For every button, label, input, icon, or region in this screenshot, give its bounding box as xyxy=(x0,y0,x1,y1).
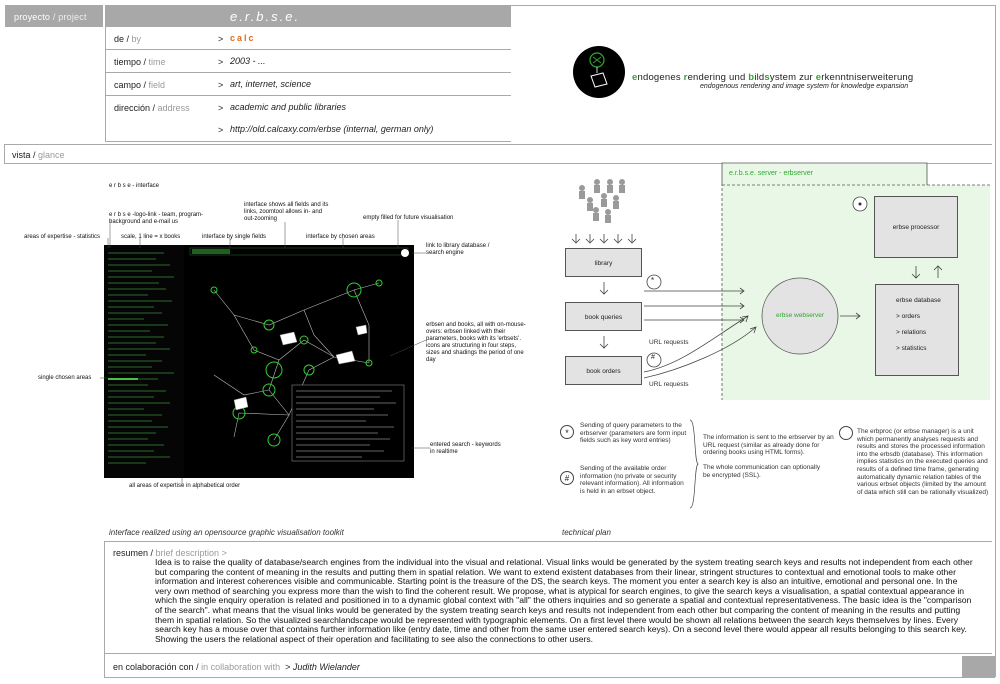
note-encrypted: The whole communication can optionally b… xyxy=(703,464,821,479)
label-single-areas: single chosen areas xyxy=(38,375,92,381)
logo-subtitle: endogenous rendering and image system fo… xyxy=(700,83,909,90)
interface-pointer-lines xyxy=(100,220,430,485)
author-value: calc xyxy=(230,33,256,43)
brace xyxy=(689,419,699,509)
interface-visualisation xyxy=(104,245,409,478)
label-erbsen: erbsen and books, all with on-mouse-over… xyxy=(426,322,526,363)
summary-text: Idea is to raise the quality of database… xyxy=(155,557,973,644)
url-link[interactable]: http://old.calcaxy.com/erbse (internal, … xyxy=(230,124,434,134)
server-title: e.r.b.s.e. server - erbserver xyxy=(729,170,814,177)
asterisk-icon: * xyxy=(651,276,655,285)
hash-icon: # xyxy=(560,471,574,485)
label-single-fields: interface by single fields xyxy=(202,234,267,240)
webserver-label: erbse webserver xyxy=(775,312,825,319)
note-orders: Sending of the available order informati… xyxy=(580,465,684,495)
logo-title: endogenes rendering und bildsystem zur e… xyxy=(632,72,914,83)
processor-marker-icon xyxy=(839,426,853,440)
database-box: erbse database > orders > relations > st… xyxy=(875,284,959,376)
hash-icon: # xyxy=(651,354,655,361)
note-erbproc: The erbproc (or erbse manager) is a unit… xyxy=(857,428,989,496)
row-address: dirección / address > academic and publi… xyxy=(105,96,511,142)
book-queries-box: book queries xyxy=(565,302,642,331)
url-requests-label-2: URL requests xyxy=(649,381,689,388)
row-field: campo / field > art, internet, science xyxy=(105,73,511,96)
frame-line xyxy=(995,5,996,677)
note-sent: The information is sent to the erbserver… xyxy=(703,434,834,457)
row-by: de / by > calc xyxy=(105,27,511,50)
label-link-db: link to library database / search engine xyxy=(426,243,490,256)
people-icons xyxy=(579,179,625,223)
summary-section: resumen / brief description > Idea is to… xyxy=(104,541,992,654)
library-box: library xyxy=(565,248,642,277)
project-tab: proyecto / project xyxy=(5,5,103,27)
label-chosen-areas: interface by chosen areas xyxy=(306,234,375,240)
label-logo-link: e r b s e -logo-link - team, program-bac… xyxy=(109,212,204,225)
label-areas-stats: areas of expertise - statistics xyxy=(24,234,101,240)
interface-caption: interface realized using an opensource g… xyxy=(109,528,344,537)
project-title: e.r.b.s.e. xyxy=(105,5,511,27)
frame-line xyxy=(511,5,996,6)
erbse-logo xyxy=(573,46,625,98)
label-empty-field: empty filled for future visualisation xyxy=(363,215,454,221)
summary-header: resumen / brief description > xyxy=(113,548,227,558)
label-entered-search: entered search - keywords in realtime xyxy=(430,442,501,455)
label-shows-fields: interface shows all fields and its links… xyxy=(244,202,329,222)
interface-screenshot xyxy=(104,245,414,478)
corner-block xyxy=(962,656,995,678)
row-time: tiempo / time > 2003 - ... xyxy=(105,50,511,73)
erbse-logo-icon xyxy=(589,52,608,88)
label-all-areas: all areas of expertise in alphabetical o… xyxy=(129,483,241,489)
processor-box: erbse processor xyxy=(874,196,958,258)
glance-section-header: vista / glance xyxy=(4,144,992,164)
label-scale: scale, 1 line = x books xyxy=(121,234,181,240)
collaboration-row: en colaboración con / in collaboration w… xyxy=(104,654,994,678)
label-erbse-interface: e r b s e - interface xyxy=(109,183,160,189)
url-requests-label-1: URL requests xyxy=(649,339,689,346)
collaborator-name: Judith Wielander xyxy=(292,662,360,672)
note-query: Sending of query parameters to the erbse… xyxy=(580,422,687,445)
book-orders-box: book orders xyxy=(565,356,642,385)
plan-caption: technical plan xyxy=(562,528,611,537)
asterisk-icon: * xyxy=(560,425,574,439)
